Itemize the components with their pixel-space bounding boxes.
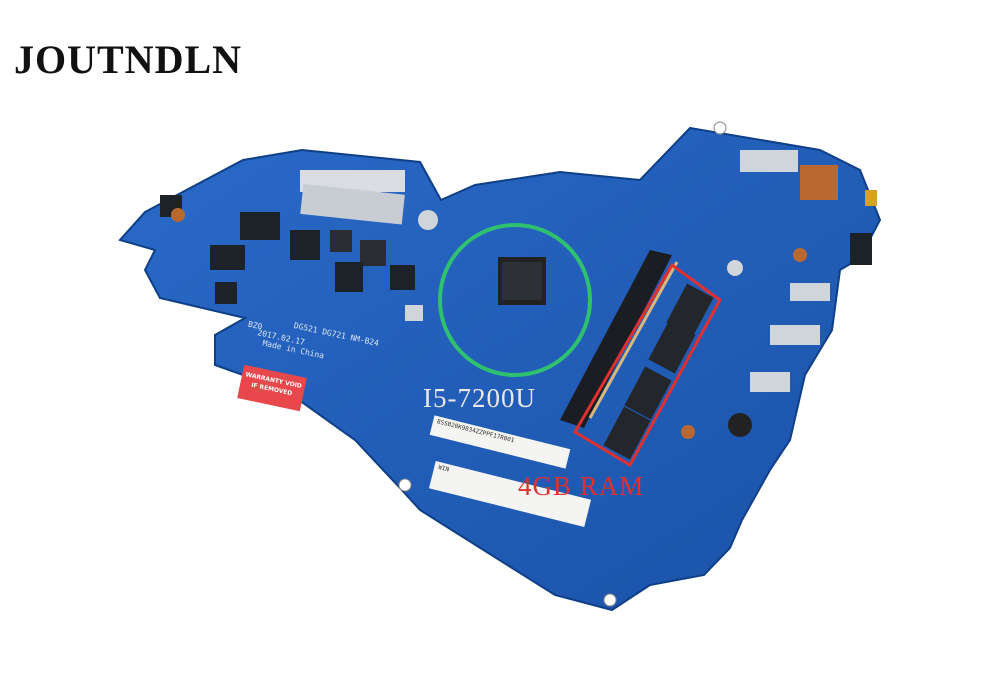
screw-hole-2 [713, 121, 727, 135]
chip-2 [240, 212, 280, 240]
chip-7 [390, 265, 415, 290]
usb-port-3 [750, 372, 790, 392]
chip-3 [290, 230, 320, 260]
usb-port-2 [770, 325, 820, 345]
ram-chip-1 [666, 283, 714, 337]
chip-10 [405, 305, 423, 321]
copper-pad [800, 165, 838, 200]
chip-9 [215, 282, 237, 304]
ram-highlight-box [572, 262, 722, 468]
usb-port-1 [790, 283, 830, 301]
screw-hole-1 [603, 593, 617, 607]
pcb-board [118, 126, 882, 612]
capacitor-2 [727, 260, 743, 276]
right-connector [740, 150, 798, 172]
chip-5 [360, 240, 386, 266]
mount-hole-3 [171, 208, 185, 222]
ethernet-port [850, 233, 872, 265]
ram-chip-3 [624, 366, 672, 420]
power-jack [865, 190, 877, 206]
chip-8 [210, 245, 245, 270]
ram-chip-4 [603, 406, 651, 460]
capacitor-1 [418, 210, 438, 230]
mount-hole-1 [793, 248, 807, 262]
ram-slot-contacts [588, 261, 679, 419]
chip-6 [335, 262, 363, 292]
ram-chip-2 [648, 320, 696, 374]
brand-logo: JOUTNDLN [14, 37, 243, 82]
audio-jack [728, 413, 752, 437]
cpu-highlight-circle [438, 223, 592, 377]
cpu-label: I5-7200U [423, 383, 536, 413]
ram-slot [560, 250, 672, 428]
ram-label: 4GB RAM [518, 471, 645, 501]
chip-4 [330, 230, 352, 252]
ribbon-connector [300, 184, 405, 225]
mount-hole-2 [681, 425, 695, 439]
barcode-sticker-text: WIN [437, 463, 450, 474]
screw-hole-3 [398, 478, 412, 492]
